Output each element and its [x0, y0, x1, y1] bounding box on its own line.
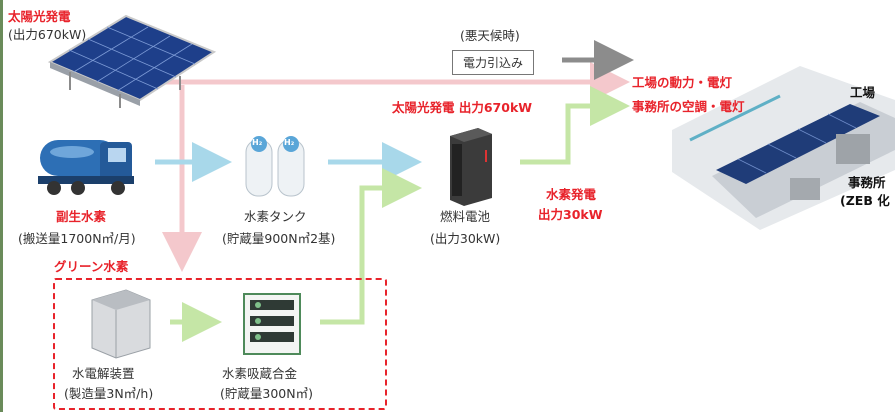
- alloy-title: 水素吸蔵合金: [222, 366, 298, 381]
- factory-label: 工場: [850, 85, 876, 100]
- h2-gen-output: 出力30kW: [538, 207, 603, 222]
- output-office-hvac: 事務所の空調・電灯: [632, 99, 745, 114]
- solar-title: 太陽光発電: [8, 9, 71, 24]
- solar-flow-label: 太陽光発電 出力670kW: [392, 100, 533, 115]
- electrolyzer-capacity: (製造量3N㎥/h): [64, 386, 154, 401]
- office-zeb-label: (ZEB 化: [840, 193, 890, 208]
- output-factory-power: 工場の動力・電灯: [632, 75, 733, 90]
- left-edge-strip: [0, 0, 3, 412]
- h2-gen-label: 水素発電: [546, 187, 597, 202]
- office-label: 事務所: [848, 175, 886, 190]
- solar-output: (出力670kW): [8, 27, 87, 42]
- green-hydrogen-frame: [53, 278, 387, 410]
- fuelcell-title: 燃料電池: [440, 209, 491, 224]
- tank-capacity: (貯蔵量900N㎥2基): [222, 231, 336, 246]
- electrolyzer-title: 水電解装置: [72, 366, 135, 381]
- tank-h2-label-2: H₂: [284, 138, 295, 147]
- bad-weather-label: (悪天候時): [460, 28, 520, 43]
- byproduct-title: 副生水素: [56, 209, 107, 224]
- green-hydrogen-label: グリーン水素: [54, 259, 129, 274]
- grid-power-box: 電力引込み: [452, 50, 535, 75]
- fuelcell-to-factory-arrow: [520, 86, 630, 165]
- tank-h2-label-1: H₂: [252, 138, 263, 147]
- tank-title: 水素タンク: [244, 209, 307, 224]
- alloy-capacity: (貯蔵量300N㎥): [220, 386, 313, 401]
- alloy-to-fuelcell-arrow: [320, 168, 422, 325]
- fuelcell-output: (出力30kW): [430, 231, 501, 246]
- byproduct-volume: (搬送量1700N㎥/月): [18, 231, 136, 246]
